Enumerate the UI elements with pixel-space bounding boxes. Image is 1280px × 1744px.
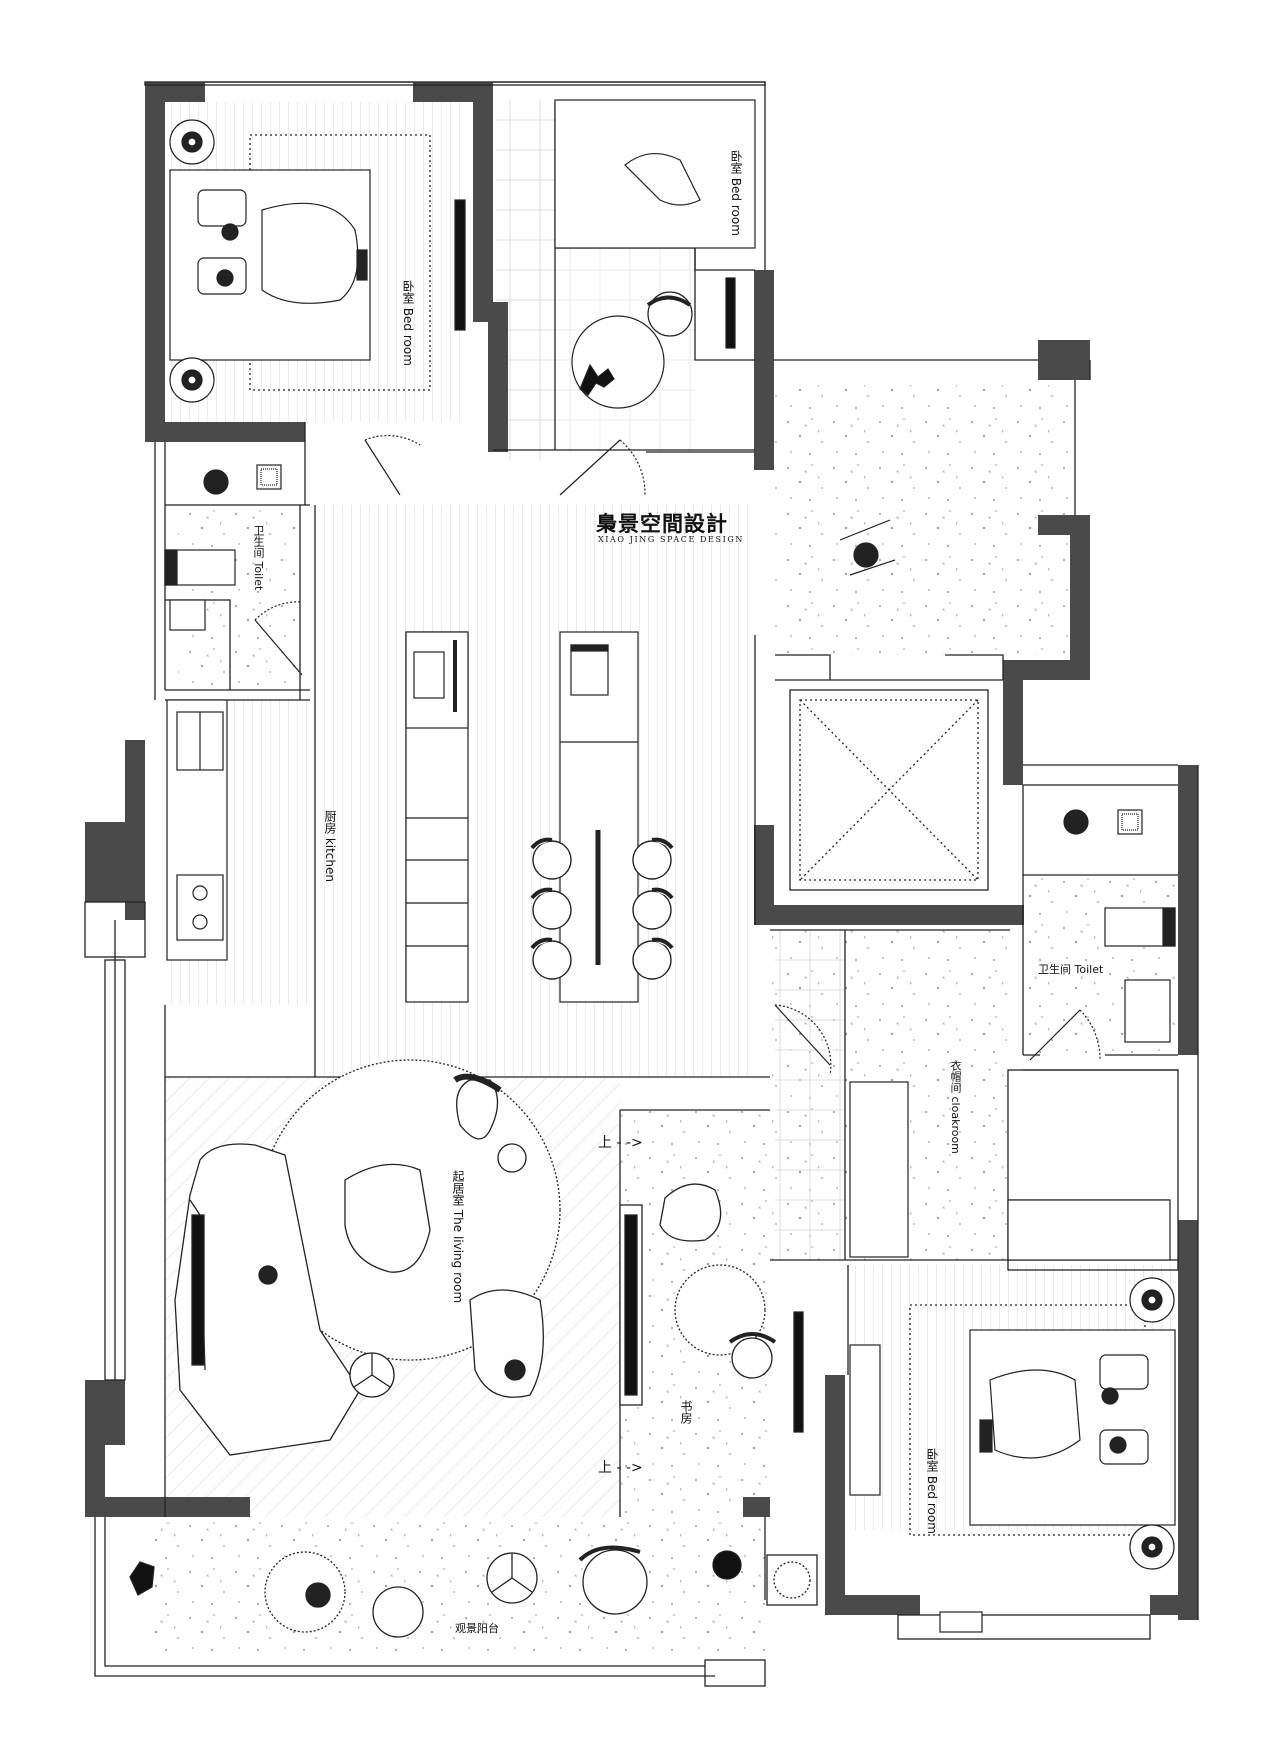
- label-se-bedroom: 卧室 Bed room: [925, 1448, 939, 1534]
- outline-walls: [84, 81, 1199, 1687]
- se-bedroom-furniture: [849, 1277, 1176, 1633]
- brand-name-en: XIAO JING SPACE DESIGN: [598, 535, 744, 544]
- living-room-furniture: [174, 1059, 643, 1456]
- balcony-furniture: [129, 1545, 818, 1638]
- label-study: 书房: [679, 1400, 693, 1424]
- north-bedroom-furniture: [554, 99, 756, 409]
- label-master-bedroom: 卧室 Bed room: [401, 280, 415, 366]
- stair-up-label-2: 上: [598, 1460, 612, 1476]
- label-balcony: 观景阳台: [455, 1622, 499, 1635]
- arrow-right-icon: - ->: [612, 1135, 643, 1151]
- label-living-room: 起居室 The living room: [451, 1170, 465, 1304]
- stair-up-marker: 上 - ->: [598, 1132, 643, 1152]
- brand-name-cn: 梟景空間設計: [596, 511, 728, 536]
- label-cloakroom: 衣帽间 cloakroom: [949, 1060, 962, 1154]
- stair-up-label: 上: [598, 1135, 612, 1151]
- ne-figure: [839, 519, 896, 576]
- master-bedroom-furniture: [169, 119, 466, 403]
- study-furniture: [659, 1183, 804, 1433]
- east-rooms-furniture: [849, 809, 1176, 1261]
- label-east-toilet: 卫生间 Toilet: [1038, 963, 1104, 976]
- kitchen-furniture: [166, 631, 639, 1003]
- doors: [254, 434, 1101, 1076]
- walls: [85, 82, 1198, 1620]
- label-north-bedroom: 卧室 Bed room: [729, 150, 743, 236]
- west-toilet-fixtures: [164, 464, 282, 631]
- stair-up-marker-2: 上 - ->: [598, 1457, 643, 1477]
- bar-stools: [530, 837, 674, 980]
- label-kitchen: 厨房 kitchen: [323, 810, 337, 882]
- label-west-toilet: 卫生间 Toilet: [252, 525, 265, 591]
- arrow-right-icon-2: - ->: [612, 1460, 643, 1476]
